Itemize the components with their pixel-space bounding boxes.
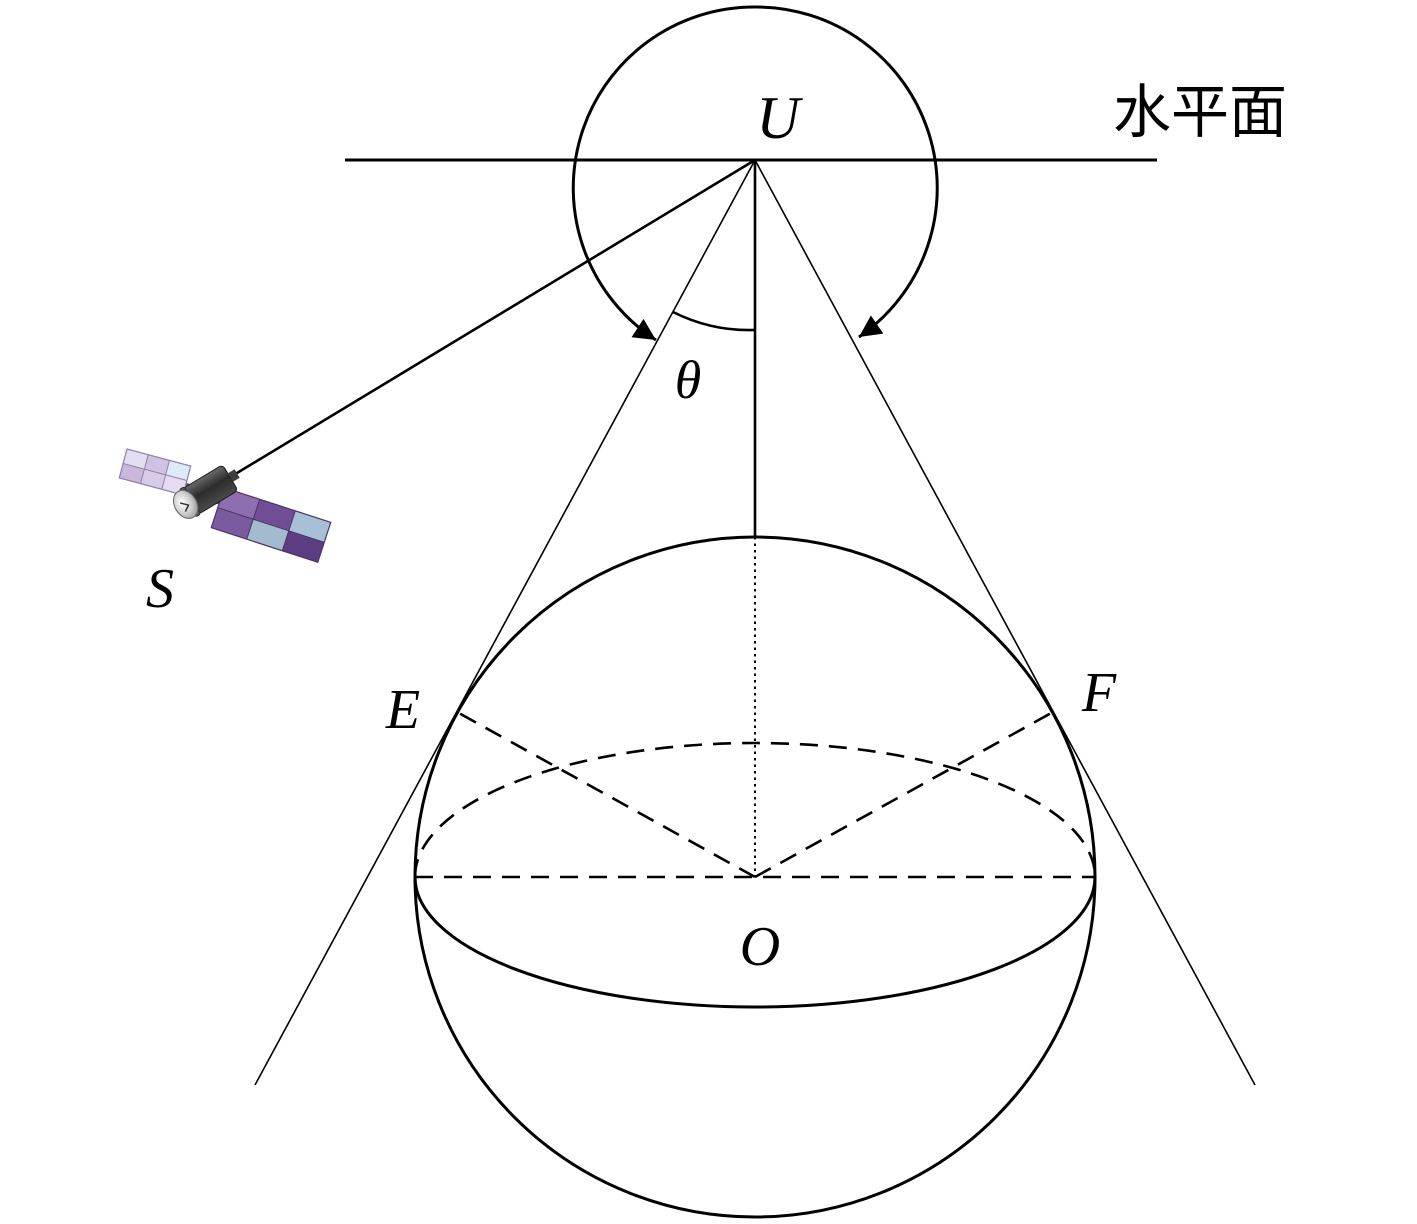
equator-back-dashed — [413, 741, 1097, 878]
rotation-arc-left — [571, 5, 756, 342]
label-horizontal-plane: 水平面 — [1113, 78, 1287, 146]
label-tangent-point-f: F — [1081, 662, 1117, 724]
label-tangent-point-e: E — [385, 679, 420, 741]
label-view-angle-theta: θ — [675, 350, 702, 410]
tangent-line-left — [254, 159, 756, 1086]
radius-to-e-dashed — [456, 710, 756, 879]
equator-front-solid — [413, 876, 1097, 1009]
satellite-right-panel — [210, 486, 332, 564]
rotation-arc-right — [754, 5, 939, 339]
radius-to-f-dashed — [754, 710, 1054, 879]
label-sphere-center-o: O — [740, 916, 780, 978]
label-viewer-point-u: U — [756, 85, 803, 151]
line-of-sight-to-satellite — [231, 158, 756, 478]
view-angle-arc — [672, 310, 756, 332]
satellite-left-panel — [118, 448, 192, 496]
tangent-line-right — [754, 159, 1256, 1086]
satellite-body — [173, 465, 240, 519]
label-satellite-s: S — [146, 558, 174, 620]
satellite-icon — [118, 448, 332, 564]
